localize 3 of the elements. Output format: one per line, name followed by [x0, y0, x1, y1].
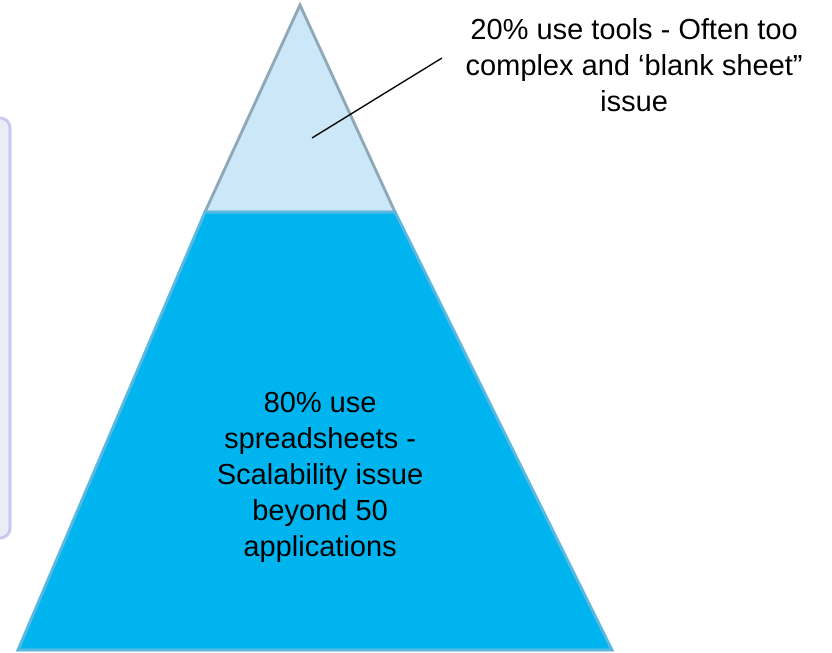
section-label: 80% use spreadsheets - Scalability issue beyond 50 applications — [216, 386, 424, 565]
leader-line — [312, 57, 442, 139]
section-label: 20% use tools - Often too complex and ‘blank sheet” issue — [464, 13, 804, 120]
